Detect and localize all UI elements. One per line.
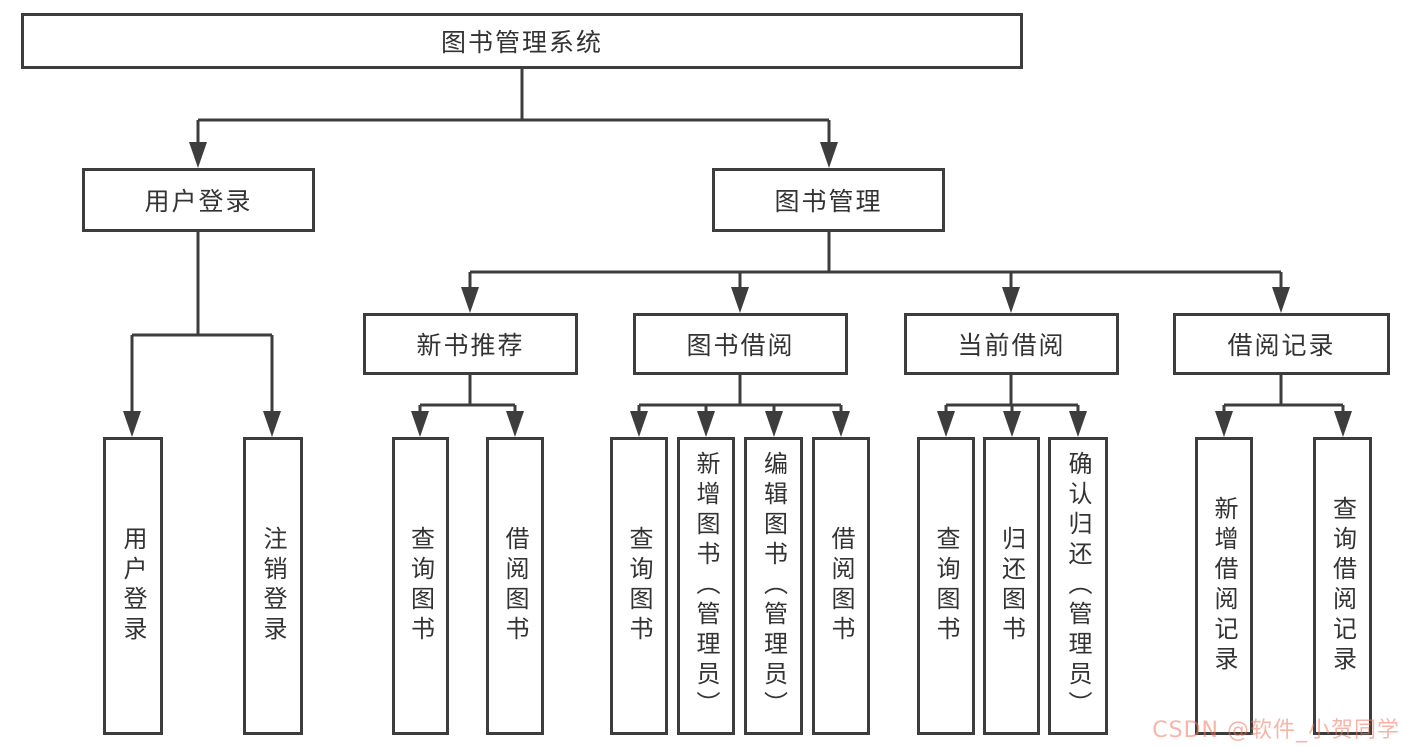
node-user-login: 用户登录 [82, 168, 315, 232]
node-borrowing-records: 借阅记录 [1173, 313, 1390, 375]
leaf-query-book-under-current: 查询图书 [917, 437, 975, 735]
leaf-edit-book-admin: 编辑图书（管理员） [744, 437, 803, 735]
leaf-return-book: 归还图书 [983, 437, 1040, 735]
node-new-book-recommendation: 新书推荐 [363, 313, 578, 375]
csdn-watermark: CSDN @软件_小贺同学 [1152, 718, 1400, 743]
node-book-borrowing: 图书借阅 [633, 313, 848, 375]
leaf-query-borrow-record: 查询借阅记录 [1313, 437, 1372, 735]
leaf-borrow-book-under-recommendation: 借阅图书 [486, 437, 544, 735]
leaf-add-book-admin: 新增图书（管理员） [677, 437, 735, 735]
leaf-logout: 注销登录 [243, 437, 303, 735]
node-current-borrowing: 当前借阅 [904, 313, 1119, 375]
leaf-query-book-under-borrowing: 查询图书 [610, 437, 668, 735]
leaf-borrow-book-under-borrowing: 借阅图书 [812, 437, 870, 735]
node-library-management-system: 图书管理系统 [21, 13, 1023, 69]
leaf-query-book-under-recommendation: 查询图书 [392, 437, 449, 735]
leaf-confirm-return-admin: 确认归还（管理员） [1048, 437, 1108, 735]
leaf-user-login: 用户登录 [103, 437, 163, 735]
node-book-management: 图书管理 [712, 168, 945, 232]
leaf-add-borrow-record: 新增借阅记录 [1195, 437, 1253, 735]
